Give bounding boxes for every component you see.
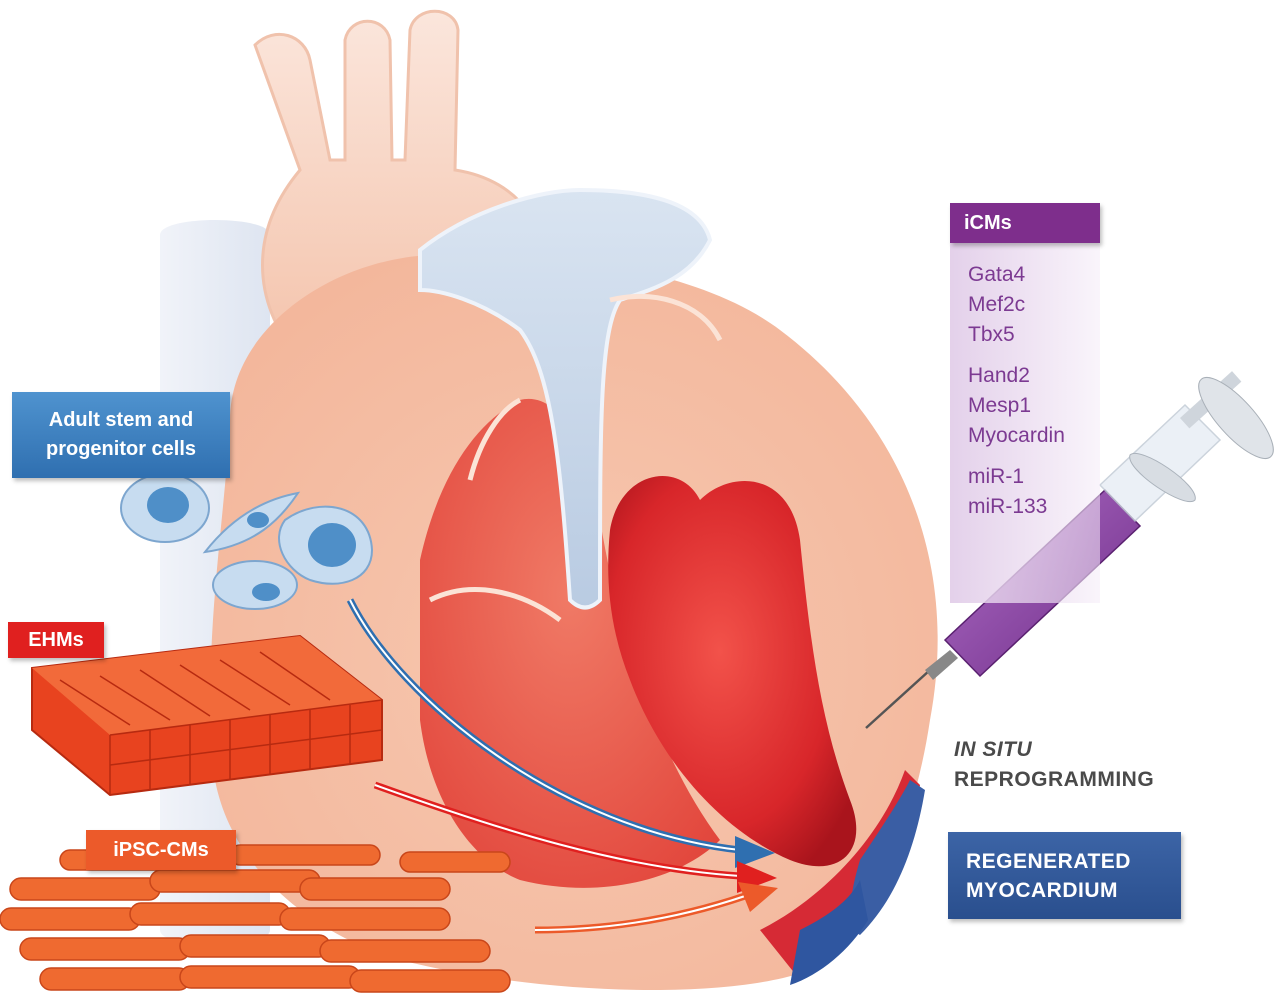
adult-stem-label: Adult stem and progenitor cells bbox=[12, 392, 230, 478]
factor-group-b: Hand2 Mesp1 Myocardin bbox=[968, 361, 1065, 451]
ehm-tissue bbox=[31, 634, 383, 797]
factor-item: Tbx5 bbox=[968, 323, 1015, 346]
factor-item: Myocardin bbox=[968, 424, 1065, 447]
regenerated-patch bbox=[850, 780, 925, 935]
factor-group-mirna: miR-1 miR-133 bbox=[968, 462, 1047, 522]
pulmonary-artery bbox=[418, 187, 713, 610]
ipsc-cms-label: iPSC-CMs bbox=[86, 830, 236, 870]
adult-stem-line1: Adult stem and bbox=[48, 409, 194, 431]
adult-stem-line2: progenitor cells bbox=[45, 438, 197, 460]
icms-label: iCMs bbox=[950, 203, 1100, 243]
factor-item: miR-133 bbox=[968, 495, 1048, 518]
factor-item: miR-1 bbox=[968, 465, 1024, 488]
factor-item: Gata4 bbox=[968, 263, 1026, 286]
right-ventricle bbox=[420, 398, 720, 888]
in-situ-line1: IN SITU bbox=[954, 738, 1033, 761]
regenerated-line2: MYOCARDIUM bbox=[966, 878, 1118, 902]
regenerated-myocardium-label: REGENERATED MYOCARDIUM bbox=[948, 832, 1181, 919]
factor-item: Mesp1 bbox=[968, 394, 1032, 417]
factor-item: Hand2 bbox=[968, 364, 1030, 387]
regenerated-line1: REGENERATED bbox=[966, 849, 1131, 873]
atrium-wall bbox=[428, 293, 723, 623]
icm-factor-panel bbox=[950, 243, 1100, 603]
ehms-label: EHMs bbox=[8, 622, 104, 658]
stem-cells bbox=[120, 473, 374, 610]
factor-group-a: Gata4 Mef2c Tbx5 bbox=[968, 260, 1025, 350]
ipsc-cells bbox=[0, 844, 511, 993]
left-ventricle bbox=[608, 476, 857, 867]
delivery-arrows bbox=[346, 598, 778, 934]
factor-item: Mef2c bbox=[968, 293, 1026, 316]
in-situ-line2: REPROGRAMMING bbox=[954, 768, 1155, 791]
in-situ-reprogramming-label: IN SITU REPROGRAMMING bbox=[954, 735, 1154, 795]
